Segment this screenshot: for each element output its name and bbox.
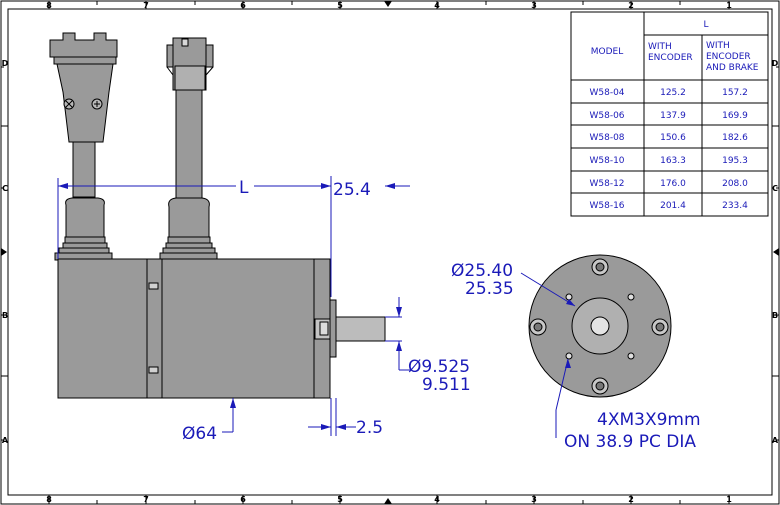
table-row-brake: 169.9 [722, 111, 748, 121]
zone-row-d-right: D [772, 59, 779, 68]
table-row-model: W58-06 [589, 111, 624, 121]
hole-spec-thread: 4XM3X9mm [597, 410, 701, 430]
table-row-encoder: 163.3 [660, 156, 686, 166]
dim-flange-thickness: 2.5 [356, 418, 383, 438]
table-row-model: W58-04 [589, 88, 624, 98]
table-sub-encoder-2: ENCODER [648, 53, 693, 63]
table-row-encoder: 201.4 [660, 201, 686, 211]
dimension-arrows [58, 183, 575, 430]
zone-col-1-top: 1 [726, 1, 732, 10]
model-table: MODEL L WITH ENCODER WITH ENCODER AND BR… [570, 11, 769, 217]
zone-col-5-top: 5 [337, 1, 343, 10]
table-row-encoder: 150.6 [660, 133, 686, 143]
table-sub-encoder-1: WITH [648, 42, 672, 52]
zone-col-7-top: 7 [143, 1, 149, 10]
zone-col-4-bottom: 4 [434, 495, 440, 504]
table-row-brake: 182.6 [722, 133, 748, 143]
power-connector [159, 37, 218, 261]
zone-col-2-top: 2 [628, 1, 634, 10]
table-row-model: W58-08 [589, 133, 624, 143]
zone-row-b-right: B [772, 311, 778, 320]
zone-row-a-left: A [2, 436, 9, 445]
zone-col-6-bottom: 6 [240, 495, 246, 504]
table-sub-brake-3: AND BRAKE [706, 63, 759, 73]
dim-shaft-dia-max: Ø9.525 [408, 357, 470, 377]
table-row-encoder: 125.2 [660, 88, 686, 98]
zone-col-8-bottom: 8 [46, 495, 52, 504]
zone-col-8-top: 8 [46, 1, 52, 10]
table-row-model: W58-16 [589, 201, 624, 211]
table-sub-brake-2: ENCODER [706, 52, 751, 62]
dim-length-label: L [239, 178, 249, 198]
table-header-model: MODEL [591, 47, 623, 57]
table-sub-brake-1: WITH [706, 41, 730, 51]
table-header-l: L [703, 20, 708, 30]
dim-pilot-dia-min: 25.35 [465, 279, 514, 299]
dim-body-dia: Ø64 [182, 424, 217, 444]
zone-row-a-right: A [772, 436, 779, 445]
table-row-brake: 208.0 [722, 179, 748, 189]
dim-shaft-length: 25.4 [333, 180, 371, 200]
motor-body-side [57, 258, 386, 399]
table-row-brake: 157.2 [722, 88, 748, 98]
zone-row-b-left: B [2, 311, 8, 320]
table-row-encoder: 176.0 [660, 179, 686, 189]
table-row-brake: 195.3 [722, 156, 748, 166]
hole-spec-pcd: ON 38.9 PC DIA [564, 432, 696, 452]
dim-shaft-dia-min: 9.511 [422, 375, 471, 395]
zone-row-d-left: D [2, 59, 9, 68]
zone-col-5-bottom: 5 [337, 495, 343, 504]
table-row-brake: 233.4 [722, 201, 748, 211]
zone-col-6-top: 6 [240, 1, 246, 10]
zone-row-c-left: C [2, 184, 8, 193]
zone-col-1-bottom: 1 [726, 495, 732, 504]
encoder-connector [49, 32, 118, 261]
zone-col-7-bottom: 7 [143, 495, 149, 504]
zone-row-c-right: C [772, 184, 778, 193]
table-row-model: W58-12 [589, 179, 624, 189]
table-row-encoder: 137.9 [660, 111, 686, 121]
table-row-model: W58-10 [589, 156, 624, 166]
motor-end-view [528, 254, 672, 398]
zone-col-3-bottom: 3 [531, 495, 537, 504]
zone-col-3-top: 3 [531, 1, 537, 10]
zone-col-4-top: 4 [434, 1, 440, 10]
dim-pilot-dia-max: Ø25.40 [451, 261, 513, 281]
zone-col-2-bottom: 2 [628, 495, 634, 504]
